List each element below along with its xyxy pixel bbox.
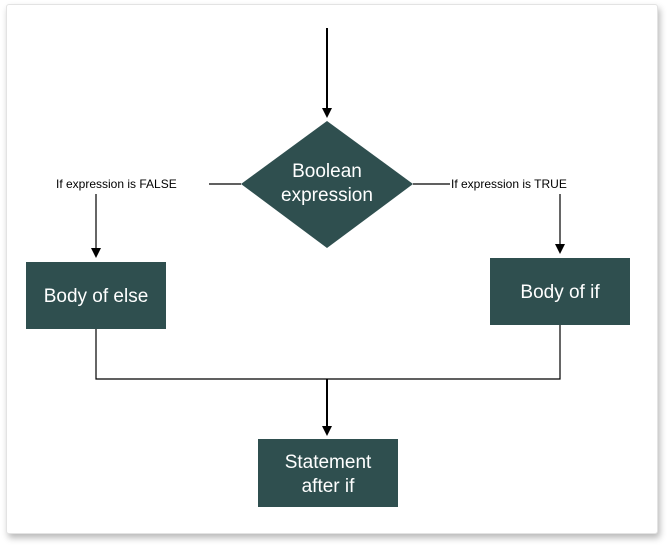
body-of-if-box <box>490 258 630 325</box>
merge-line <box>95 325 561 380</box>
decision-line-2: expression <box>281 185 373 206</box>
statement-after-if-line-1: Statement <box>285 452 372 473</box>
body-of-if-label: Body of if <box>520 282 600 303</box>
boolean-expression-diamond <box>241 121 413 248</box>
decision-line-1: Boolean <box>292 161 362 182</box>
body-of-else-box <box>26 262 166 329</box>
statement-after-if-line-2: after if <box>302 476 356 497</box>
false-branch-label: If expression is FALSE <box>56 177 177 191</box>
statement-after-if-box <box>258 439 398 507</box>
body-of-else-label: Body of else <box>44 286 149 307</box>
true-branch-label: If expression is TRUE <box>451 177 567 191</box>
